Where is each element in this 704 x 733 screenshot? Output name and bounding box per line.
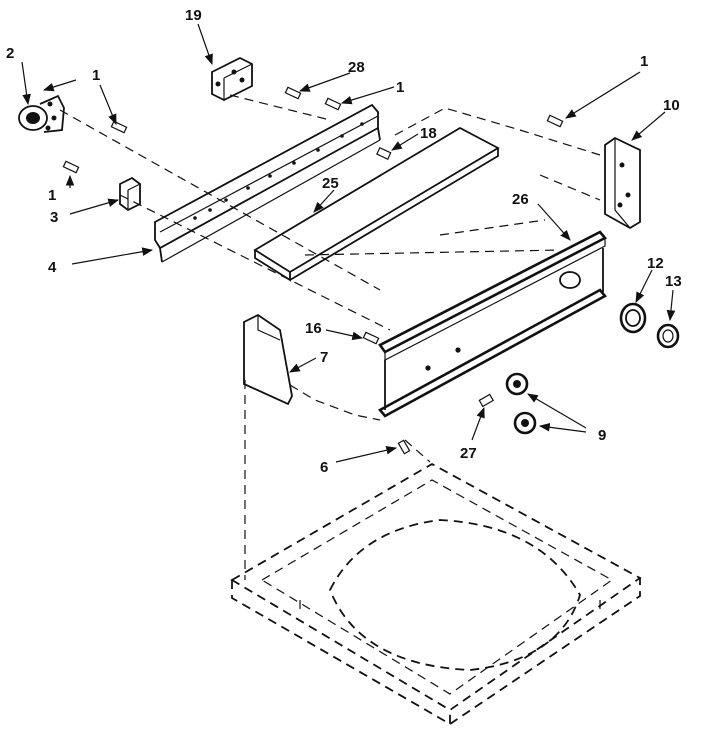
part-4-rear-bracket (154, 103, 381, 263)
callout-16: 16 (305, 320, 322, 337)
callout-1-left: 1 (48, 187, 56, 204)
part-7-side-panel (243, 313, 293, 406)
callout-3: 3 (50, 209, 58, 226)
callout-1-upper-middle: 1 (396, 79, 404, 96)
callout-13: 13 (665, 273, 682, 290)
callout-1-upper-right: 1 (640, 53, 648, 70)
callout-27: 27 (460, 445, 477, 462)
callout-26: 26 (512, 191, 529, 208)
callout-10: 10 (663, 97, 680, 114)
part-2-timer-motor (18, 94, 65, 133)
screw-18 (376, 146, 392, 160)
screw-1b (62, 160, 80, 174)
part-13-knob (656, 323, 680, 349)
part-12-knob-skirt (619, 302, 647, 334)
part-19-bracket (211, 56, 253, 102)
callout-1-upper-left: 1 (92, 67, 100, 84)
callout-28: 28 (348, 59, 365, 76)
screw-16 (362, 331, 380, 345)
callout-25: 25 (322, 175, 339, 192)
part-25-top-panel (253, 126, 500, 282)
screws (62, 86, 564, 455)
callout-7: 7 (320, 349, 328, 366)
callout-12: 12 (647, 255, 664, 272)
callout-2: 2 (6, 45, 14, 62)
part-10-end-cap (604, 136, 641, 230)
leader-lines (21, 23, 676, 463)
screw-6 (397, 439, 411, 455)
cabinet-top (230, 462, 642, 726)
callout-4: 4 (48, 259, 57, 276)
screw-1c (324, 97, 342, 111)
part-26-control-panel (377, 230, 608, 418)
callout-9: 9 (598, 427, 606, 444)
screw-27 (478, 393, 495, 408)
screw-28 (284, 86, 302, 100)
callout-6: 6 (320, 459, 328, 476)
part-9-buttons (505, 372, 537, 435)
callout-labels: 2 1 19 28 1 18 1 10 25 26 1 3 4 12 13 16… (6, 7, 682, 476)
callout-18: 18 (420, 125, 437, 142)
screw-1a (110, 120, 128, 134)
screw-1d (546, 114, 564, 128)
callout-19: 19 (185, 7, 202, 24)
part-3-clip (119, 176, 141, 212)
